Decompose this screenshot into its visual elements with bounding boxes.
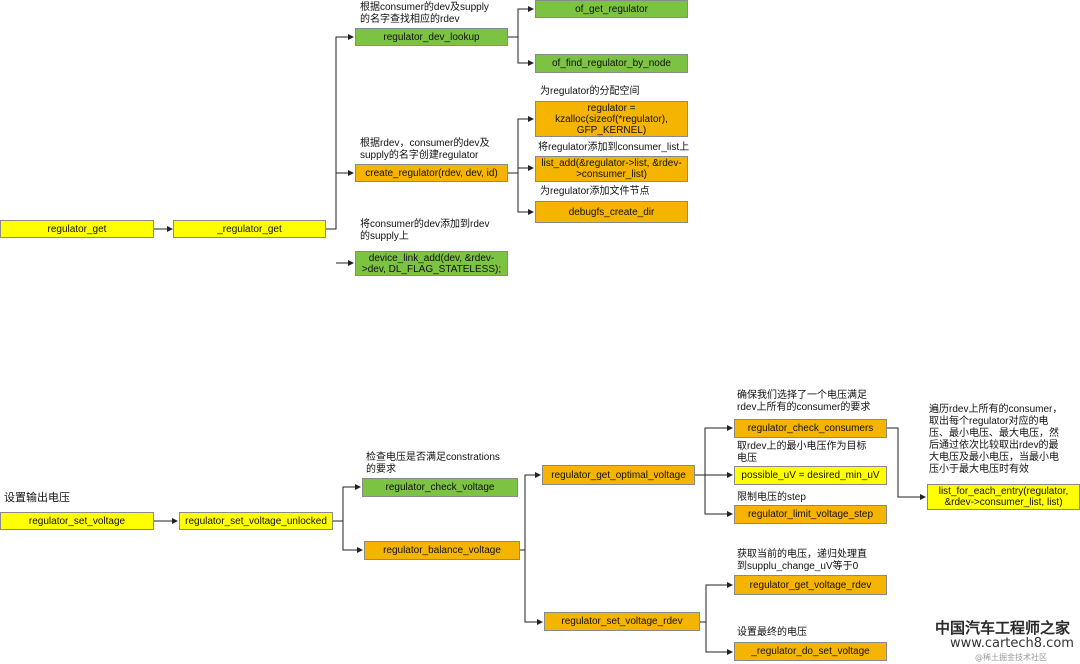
device-link-add-node: device_link_add(dev, &rdev- >dev, DL_FLA…: [355, 251, 508, 276]
arrow-rdev-to-doset: [705, 622, 733, 655]
min-voltage-note: 取rdev上的最小电压作为目标 电压: [737, 441, 867, 464]
debugfs-create-dir-node: debugfs_create_dir: [535, 201, 688, 223]
arrow-rdev-to-getvoltage: [700, 582, 733, 623]
create-note: 根据rdev，consumer的dev及 supply的名字创建regulato…: [360, 138, 490, 161]
regulator-get-node: regulator_get: [0, 220, 154, 238]
arrow-optimal-to-limit: [704, 475, 733, 517]
create-regulator-node: create_regulator(rdev, dev, id): [355, 164, 508, 182]
watermark-url: www.cartech8.com: [950, 636, 1074, 651]
arrow-optimal-to-check-consumers: [693, 425, 733, 476]
set-voltage-note: 设置输出电压: [4, 492, 70, 504]
list-for-each-entry-node: list_for_each_entry(regulator, &rdev->co…: [927, 484, 1080, 510]
regulator-set-voltage-rdev-node: regulator_set_voltage_rdev: [544, 612, 700, 631]
regulator-limit-voltage-step-node: regulator_limit_voltage_step: [734, 505, 887, 524]
kzalloc-node: regulator = kzalloc(sizeof(*regulator), …: [535, 101, 688, 137]
arrow-consumers-to-foreach: [886, 427, 926, 500]
arrow-balance-to-optimal: [520, 472, 541, 551]
regulator-check-consumers-node: regulator_check_consumers: [734, 419, 887, 438]
regulator-dev-lookup-node: regulator_dev_lookup: [355, 28, 508, 46]
link-note: 将consumer的dev添加到rdev 的supply上: [360, 219, 490, 242]
arrow-_get-to-lookup: [326, 34, 354, 230]
_regulator-get-node: _regulator_get: [173, 220, 326, 238]
arrow-unlocked-to-check: [333, 484, 361, 522]
list-add-node: list_add(&regulator->list, &rdev- >consu…: [535, 156, 688, 182]
regulator-set-voltage-unlocked-node: regulator_set_voltage_unlocked: [179, 512, 333, 530]
limit-step-note: 限制电压的step: [737, 492, 806, 503]
do-set-note: 设置最终的电压: [737, 627, 807, 638]
arrow-balance-to-rdev: [524, 550, 543, 625]
regulator-get-optimal-voltage-node: regulator_get_optimal_voltage: [542, 465, 695, 485]
regulator-check-voltage-node: regulator_check_voltage: [362, 478, 518, 497]
possible-uv-node: possible_uV = desired_min_uV: [734, 466, 887, 485]
lookup-note: 根据consumer的dev及supply 的名字查找相应的rdev: [360, 2, 489, 25]
watermark-credit: @稀土掘金技术社区: [975, 653, 1047, 662]
check-voltage-note: 检查电压是否满足constrations 的要求: [366, 452, 500, 475]
_regulator-do-set-voltage-node: _regulator_do_set_voltage: [734, 642, 887, 661]
regulator-get-voltage-rdev-node: regulator_get_voltage_rdev: [734, 575, 887, 595]
arrow-lookup-to-of-get: [508, 6, 534, 38]
watermark-title: 中国汽车工程师之家: [935, 619, 1071, 637]
debugfs-note: 为regulator添加文件节点: [540, 186, 650, 197]
arrow-create-to-kzalloc: [508, 116, 534, 174]
regulator-set-voltage-node: regulator_set_voltage: [0, 512, 154, 530]
regulator-balance-voltage-node: regulator_balance_voltage: [364, 541, 520, 560]
of-find-regulator-by-node-node: of_find_regulator_by_node: [535, 54, 688, 73]
arrow-lookup-to-of-find: [517, 37, 534, 66]
foreach-note: 遍历rdev上所有的consumer， 取出每个regulator对应的电 压、…: [929, 404, 1063, 475]
check-consumers-note: 确保我们选择了一个电压满足 rdev上所有的consumer的要求: [737, 390, 871, 413]
arrow-unlocked-to-balance: [342, 521, 363, 553]
alloc-note: 为regulator的分配空间: [540, 86, 640, 97]
get-voltage-note: 获取当前的电压，递归处理直 到supplu_change_uV等于0: [737, 549, 867, 572]
arrow-create-to-debugfs: [517, 173, 534, 215]
list-note: 将regulator添加到consumer_list上: [538, 142, 690, 153]
of-get-regulator-node: of_get_regulator: [535, 0, 688, 18]
